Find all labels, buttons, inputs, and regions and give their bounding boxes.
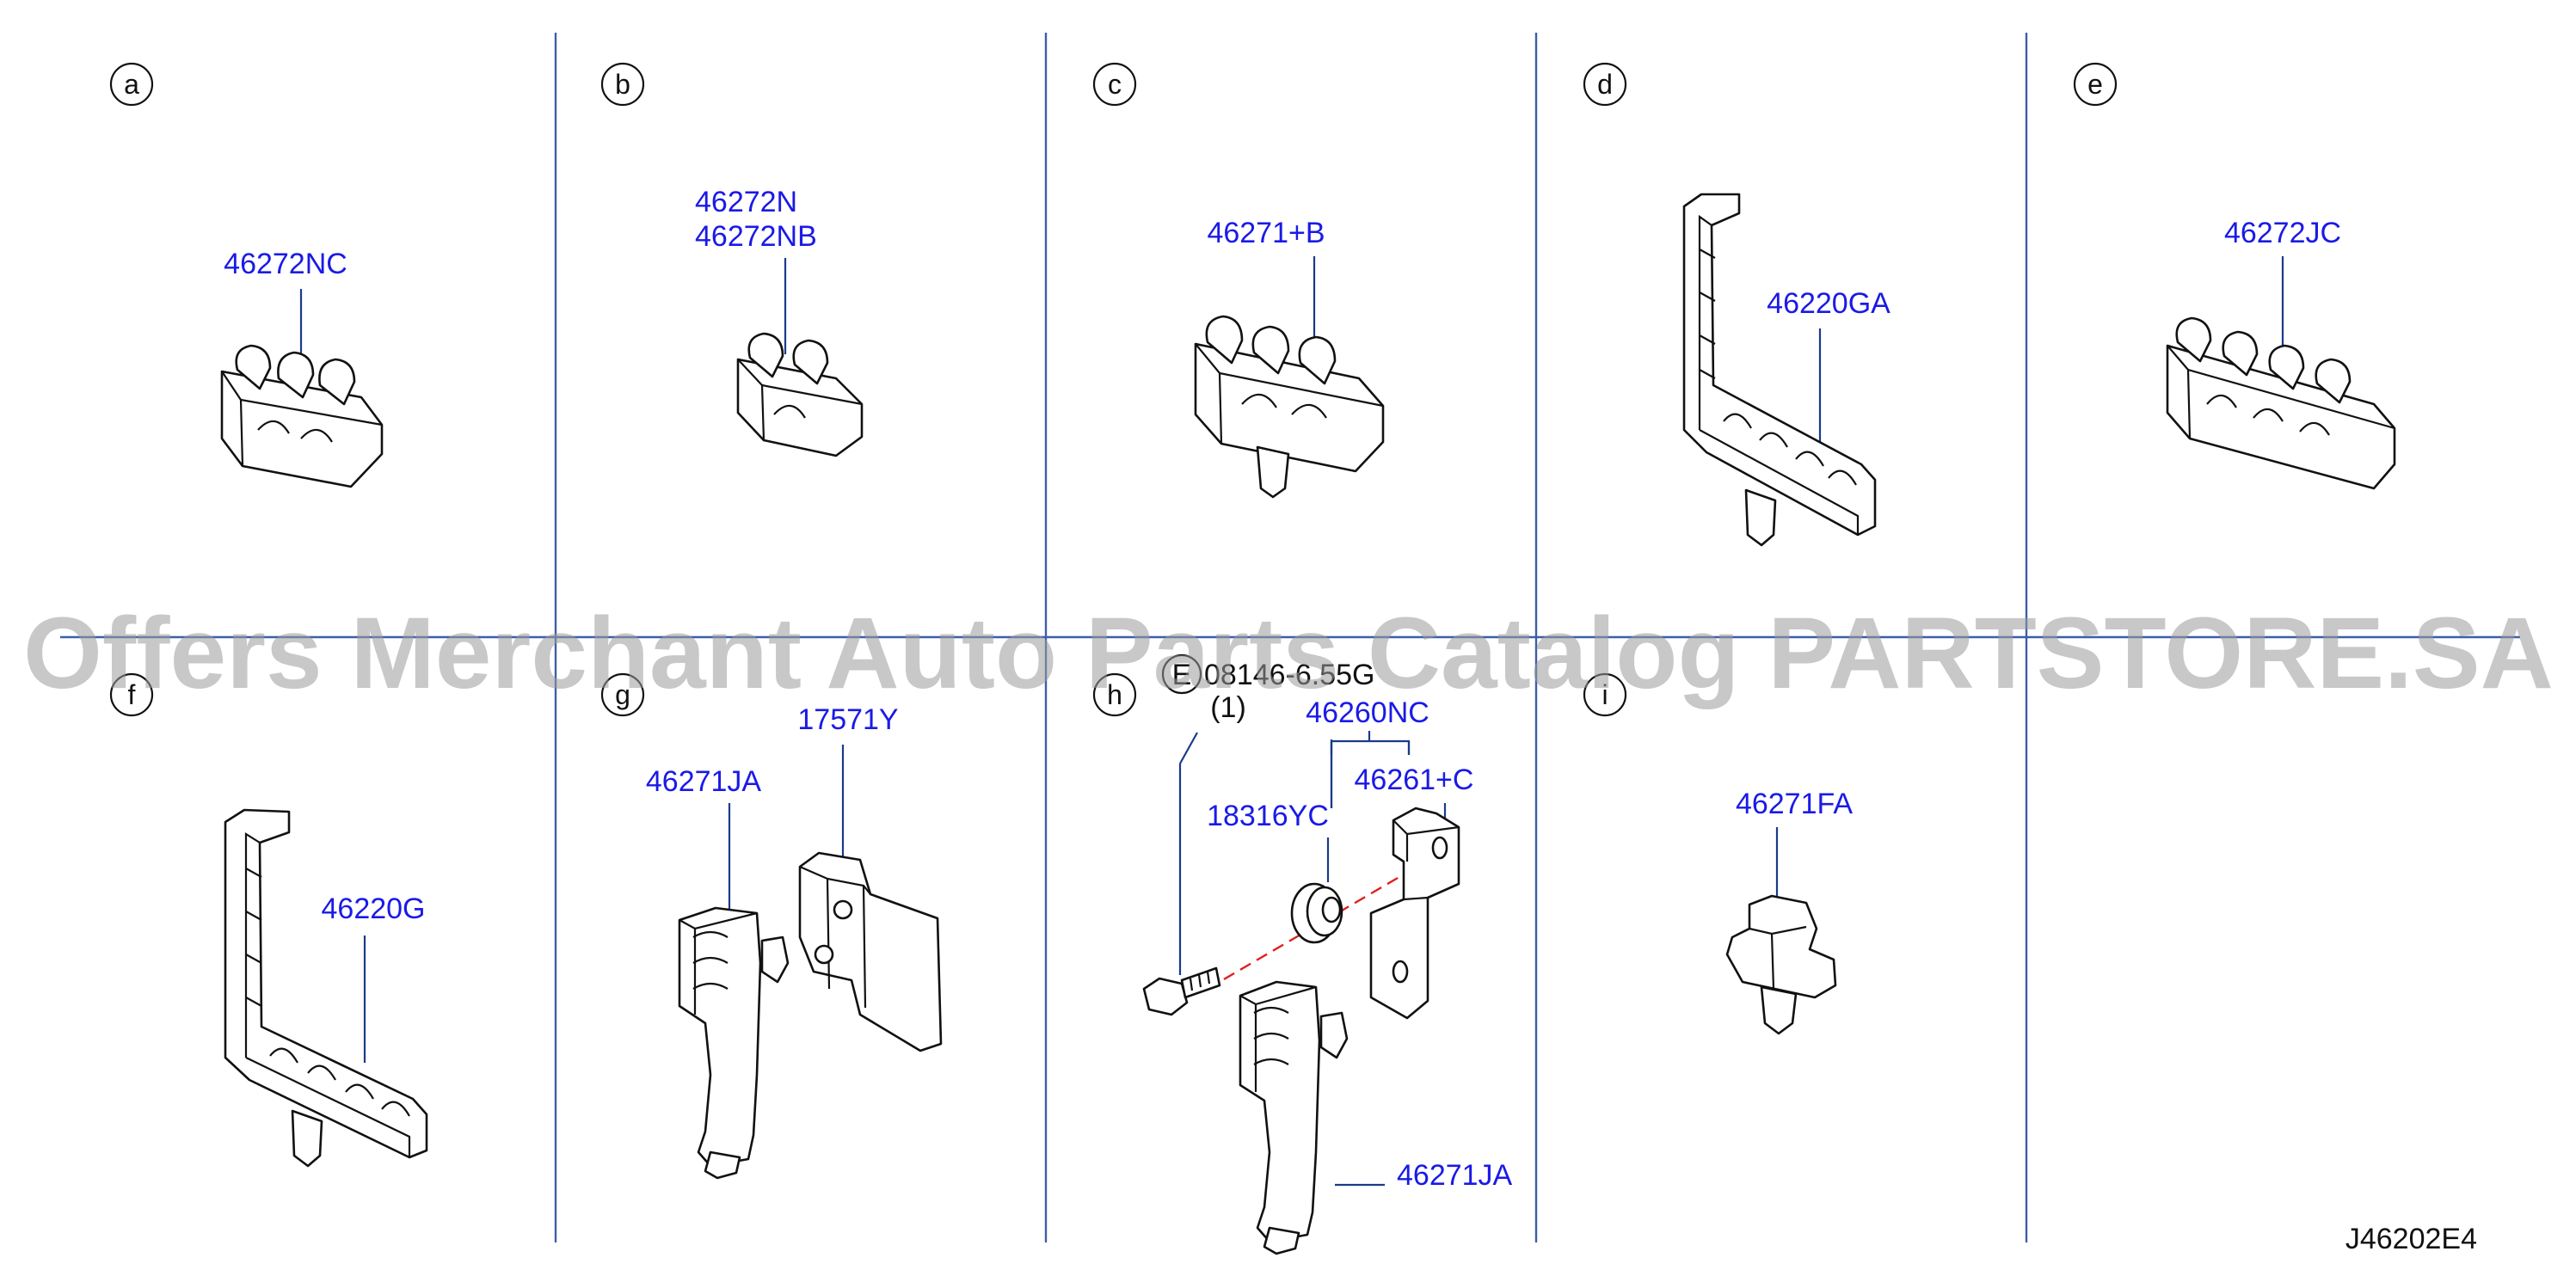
part-number-label: 46271JA	[646, 765, 762, 798]
part-number-label: 46272JC	[2224, 217, 2341, 249]
panel-letter-circle	[1092, 672, 1137, 717]
part-number-label: 46272NB	[695, 220, 817, 253]
bolt-quantity: (1)	[1210, 691, 1246, 724]
assembly-axis-line	[1207, 855, 1436, 991]
part-number-label: 46220GA	[1767, 287, 1891, 320]
part-number-label: 46271FA	[1736, 788, 1853, 820]
bracket-46261c-drawing	[1369, 807, 1460, 1020]
panel-letter-circle	[109, 672, 154, 717]
panel-g: g 46271JA 17571Y	[600, 672, 943, 1180]
panel-letter: c	[1108, 69, 1122, 100]
leader-bracket	[1330, 739, 1411, 755]
panel-i: i 46271FA	[1583, 672, 1853, 1035]
panel-letter: b	[615, 69, 630, 100]
diagram-code: J46202E4	[2345, 1223, 2477, 1255]
panel-d: d 46220GA	[1583, 62, 1891, 547]
panel-b: b 46272N 46272NB	[600, 62, 864, 457]
part-number-label: 46272N	[695, 186, 797, 218]
clip-46271b-drawing	[1194, 315, 1385, 499]
panel-letter: i	[1602, 679, 1608, 710]
part-number-label: 18316YC	[1207, 800, 1329, 832]
clip-46271ja-h-drawing	[1239, 980, 1349, 1255]
bolt-part-code: 08146-6.55G	[1204, 659, 1375, 691]
panel-letter-circle	[600, 672, 645, 717]
clip-46271ja-drawing	[678, 906, 790, 1180]
bolt-drawing	[1142, 966, 1221, 1016]
clip-46220g-drawing	[224, 808, 428, 1168]
panel-c: c 46271+B	[1092, 62, 1385, 499]
clip-46220ga-drawing	[1682, 193, 1877, 547]
part-number-label: 17571Y	[797, 703, 898, 736]
panel-letter-circle	[600, 62, 645, 107]
panel-letter: g	[615, 679, 630, 710]
panel-letter: h	[1107, 679, 1122, 710]
panel-h: h E 08146-6.55G (1) 46260NC 46261+C 1831…	[1092, 653, 1513, 1255]
part-number-label: 46272NC	[224, 248, 347, 280]
panel-letter-circle	[2073, 62, 2118, 107]
panel-letter: e	[2087, 69, 2103, 100]
part-number-label: 46261+C	[1355, 764, 1474, 796]
clip-46272nc-drawing	[220, 344, 384, 488]
bracket-17571y-drawing	[798, 851, 943, 1052]
grommet-18316yc-drawing	[1290, 882, 1343, 944]
clip-46271fa-drawing	[1725, 894, 1837, 1035]
panel-letter-circle	[109, 62, 154, 107]
panel-letter-circle	[1583, 672, 1627, 717]
bolt-prefix: E	[1172, 659, 1192, 691]
panel-grid	[60, 33, 2520, 1242]
panel-letter: a	[124, 69, 139, 100]
clip-46272jc-drawing	[2166, 316, 2396, 490]
panel-letter-circle	[1092, 62, 1137, 107]
panel-a: a 46272NC	[109, 62, 384, 488]
panel-letter: f	[128, 679, 136, 710]
part-number-label: 46271JA	[1397, 1159, 1513, 1192]
part-number-label: 46260NC	[1306, 696, 1429, 729]
panel-f: f 46220G	[109, 672, 428, 1168]
panel-letter-circle	[1583, 62, 1627, 107]
leader-line	[1179, 732, 1198, 764]
watermark: Offers Merchant Auto Parts Catalog PARTS…	[23, 597, 2554, 710]
panel-letter: d	[1597, 69, 1613, 100]
panel-e: e 46272JC	[2073, 62, 2396, 490]
clip-46272n-drawing	[736, 332, 864, 457]
part-number-label: 46271+B	[1207, 217, 1325, 249]
part-number-label: 46220G	[322, 893, 426, 925]
bolt-prefix-circle	[1161, 653, 1202, 695]
